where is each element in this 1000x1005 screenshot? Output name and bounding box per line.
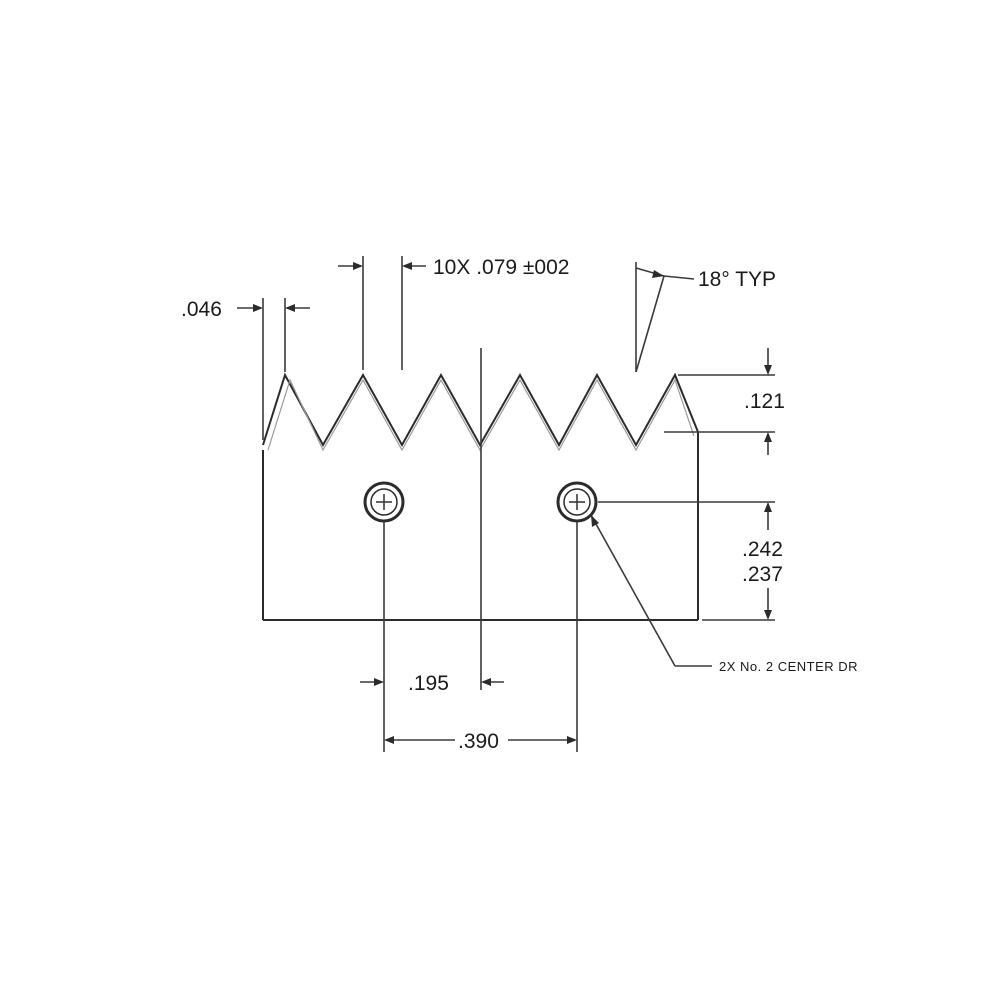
angle-dimension	[635, 262, 695, 373]
hole-height-dimension	[598, 501, 775, 621]
hole-right	[556, 481, 598, 523]
angle-label: 18° TYP	[698, 268, 776, 291]
hole-spacing-label: .390	[458, 730, 499, 753]
tip-width-dimension	[237, 298, 310, 440]
hole-spacing-dimension	[384, 736, 577, 744]
hole-height-min-label: .237	[742, 563, 783, 586]
hole-left	[363, 481, 405, 523]
hole-height-max-label: .242	[742, 538, 783, 561]
tip-width-label: .046	[181, 298, 222, 321]
pitch-label: 10X .079 ±002	[433, 256, 569, 279]
rack-teeth	[262, 372, 699, 452]
half-spacing-label: .195	[408, 672, 449, 695]
hole-extension-lines	[383, 522, 578, 752]
tooth-height-dimension	[664, 348, 775, 455]
half-spacing-dimension	[360, 678, 504, 686]
tooth-height-label: .121	[744, 390, 785, 413]
hole-note-leader	[590, 514, 712, 667]
pitch-dimension	[338, 256, 426, 370]
hole-note-label: 2X No. 2 CENTER DR	[719, 659, 858, 674]
